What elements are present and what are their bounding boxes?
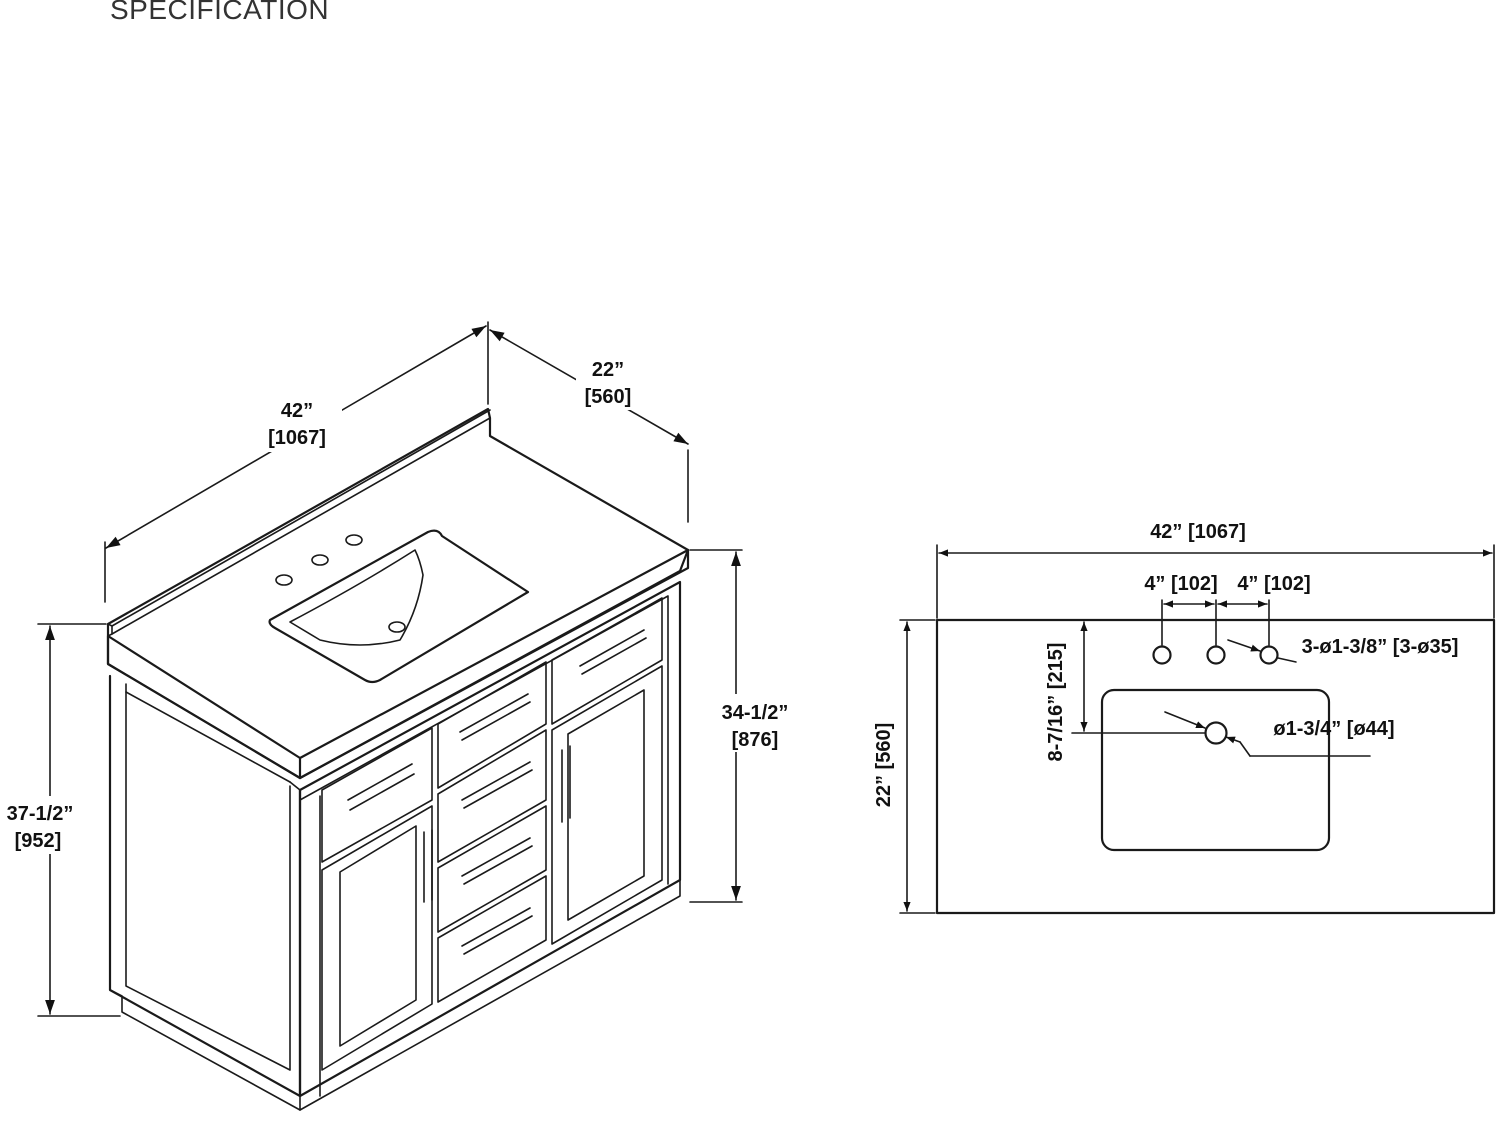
iso-depth-mm: [560] — [585, 386, 632, 408]
hole-to-center-label: 8-7/16” [215] — [1045, 643, 1067, 762]
iso-width-in: 42” — [281, 400, 313, 422]
spacing-right-label: 4” [102] — [1237, 573, 1310, 595]
iso-depth-in: 22” — [592, 359, 624, 381]
top-drain-hole — [1204, 721, 1228, 745]
iso-total-height-mm: [952] — [15, 830, 62, 852]
sink-bowl — [268, 529, 530, 684]
faucet-hole-label: 3-ø1-3/8” [3-ø35] — [1302, 636, 1459, 658]
iso-total-height-in: 37-1/2” — [7, 803, 74, 825]
spacing-left-label: 4” [102] — [1144, 573, 1217, 595]
top-faucet-hole-2 — [1206, 645, 1226, 665]
iso-width-mm: [1067] — [268, 427, 326, 449]
drain-circle — [388, 621, 406, 633]
top-faucet-hole-1 — [1152, 645, 1172, 665]
top-faucet-hole-3 — [1259, 645, 1279, 665]
sink-outline — [1100, 688, 1331, 852]
isometric-view: 42” [1067] 22” [560] 34-1/2” [876] 37-1/… — [2, 321, 789, 1111]
iso-cabinet-height-in: 34-1/2” — [722, 702, 789, 724]
faucet-hole-left — [275, 574, 293, 586]
top-width-label: 42” [1067] — [1150, 521, 1246, 543]
top-view: 42” [1067] 22” [560] 4” [102] 4” [102] 3… — [873, 521, 1496, 915]
countertop-surface — [106, 407, 690, 780]
drain-hole-label: ø1-3/4” [ø44] — [1273, 718, 1394, 740]
iso-cabinet-height-mm: [876] — [732, 729, 779, 751]
faucet-hole-center — [311, 554, 329, 566]
left-door — [321, 805, 433, 1071]
top-depth-label: 22” [560] — [873, 723, 895, 808]
right-door — [551, 665, 663, 945]
faucet-hole-right — [345, 534, 363, 546]
page-title: SPECIFICATION — [110, 0, 330, 25]
